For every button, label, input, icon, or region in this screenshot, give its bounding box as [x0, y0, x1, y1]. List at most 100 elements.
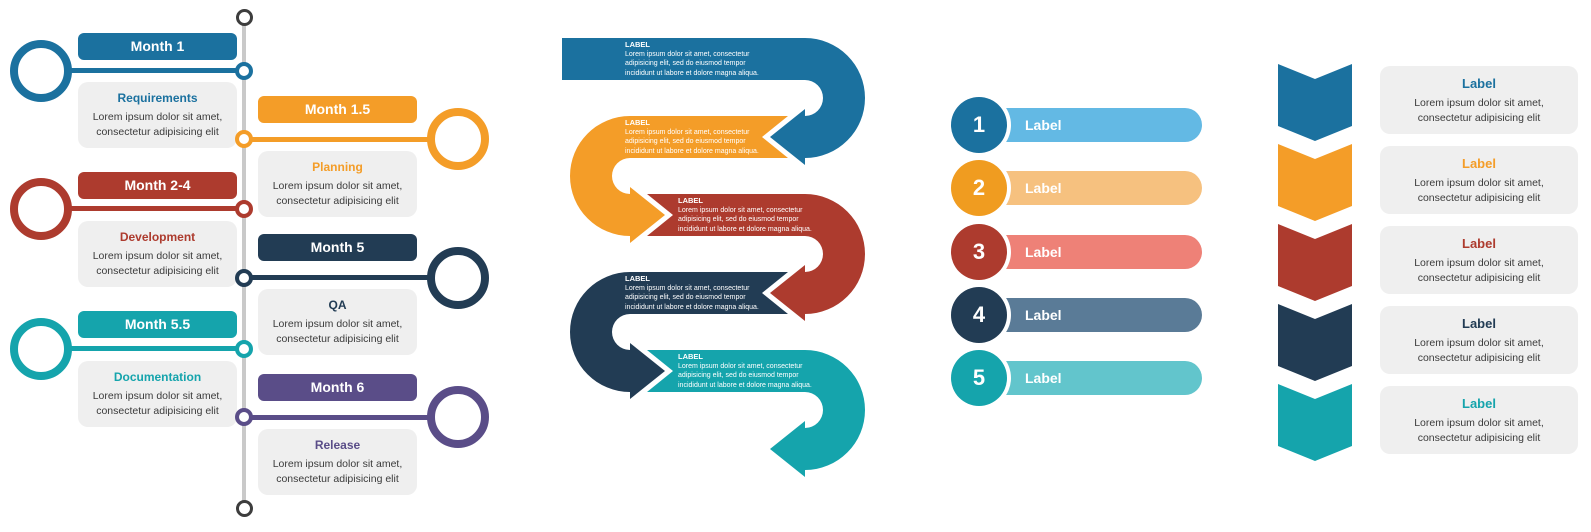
month-bar: Month 6 — [258, 374, 417, 401]
serpentine-step-text: LABEL Lorem ipsum dolor sit amet, consec… — [625, 274, 775, 312]
month-bar: Month 1.5 — [258, 96, 417, 123]
milestone-card-body: Lorem ipsum dolor sit amet, consectetur … — [272, 318, 403, 346]
chevron-arrow-2 — [1278, 144, 1352, 221]
milestone-connector — [244, 275, 458, 280]
numbered-item-pill: Label — [979, 108, 1202, 142]
step-body: Lorem ipsum dolor sit amet, consectetur … — [678, 363, 812, 389]
timeline-diagram: Month 1 Requirements Lorem ipsum dolor s… — [0, 0, 520, 532]
milestone-card-body: Lorem ipsum dolor sit amet, consectetur … — [92, 390, 223, 418]
milestone-ring — [427, 108, 489, 170]
milestone-node — [235, 269, 253, 287]
milestone-connector — [41, 206, 244, 211]
milestone-card-heading: Development — [119, 230, 196, 244]
chevron-card-body: Lorem ipsum dolor sit amet, consectetur … — [1414, 417, 1544, 445]
numbered-item-circle: 4 — [951, 287, 1007, 343]
serpentine-step-text: LABEL Lorem ipsum dolor sit amet, consec… — [625, 40, 775, 78]
step-body: Lorem ipsum dolor sit amet, consectetur … — [678, 207, 812, 233]
milestone-connector — [244, 137, 458, 142]
step-label: LABEL — [625, 118, 650, 127]
chevron-card: Label Lorem ipsum dolor sit amet, consec… — [1380, 226, 1578, 294]
serpentine-arrows-svg — [562, 38, 865, 477]
milestone-card-body: Lorem ipsum dolor sit amet, consectetur … — [272, 180, 403, 208]
chevron-arrow-1 — [1278, 64, 1352, 141]
milestone-node — [235, 130, 253, 148]
milestone-node — [235, 62, 253, 80]
month-bar: Month 2-4 — [78, 172, 237, 199]
milestone-card: Planning Lorem ipsum dolor sit amet, con… — [258, 151, 417, 217]
milestone-connector — [41, 346, 244, 351]
milestone-ring — [10, 318, 72, 380]
milestone-ring — [10, 178, 72, 240]
chevron-column — [1278, 64, 1352, 461]
milestone-ring — [427, 247, 489, 309]
milestone-card-heading: QA — [328, 298, 347, 312]
milestone-connector — [244, 415, 458, 420]
step-body: Lorem ipsum dolor sit amet, consectetur … — [625, 51, 759, 77]
numbered-item-circle: 1 — [951, 97, 1007, 153]
milestone-node — [235, 200, 253, 218]
numbered-list-diagram: Label 1 Label 2 Label 3 Label 4 Label 5 — [930, 85, 1220, 415]
step-label: LABEL — [625, 40, 650, 49]
numbered-item-pill: Label — [979, 235, 1202, 269]
step-body: Lorem ipsum dolor sit amet, consectetur … — [625, 129, 759, 155]
numbered-item-circle: 2 — [951, 160, 1007, 216]
milestone-card: Development Lorem ipsum dolor sit amet, … — [78, 221, 237, 287]
chevron-card-heading: Label — [1462, 76, 1496, 91]
numbered-item-pill: Label — [979, 298, 1202, 332]
step-label: LABEL — [678, 196, 703, 205]
step-label: LABEL — [625, 274, 650, 283]
month-bar: Month 1 — [78, 33, 237, 60]
milestone-card: QA Lorem ipsum dolor sit amet, consectet… — [258, 289, 417, 355]
numbered-item-pill: Label — [979, 361, 1202, 395]
serpentine-step-arrow-2 — [570, 116, 788, 243]
serpentine-step-text: LABEL Lorem ipsum dolor sit amet, consec… — [625, 118, 775, 156]
chevron-card: Label Lorem ipsum dolor sit amet, consec… — [1380, 146, 1578, 214]
milestone-card: Release Lorem ipsum dolor sit amet, cons… — [258, 429, 417, 495]
chevron-card-heading: Label — [1462, 236, 1496, 251]
serpentine-step-arrow-3 — [647, 194, 865, 321]
chevron-arrow-3 — [1278, 224, 1352, 301]
month-bar: Month 5 — [258, 234, 417, 261]
timeline-end-circle — [236, 500, 253, 517]
chevron-card-heading: Label — [1462, 156, 1496, 171]
chevron-card-body: Lorem ipsum dolor sit amet, consectetur … — [1414, 257, 1544, 285]
milestone-card: Documentation Lorem ipsum dolor sit amet… — [78, 361, 237, 427]
chevron-card-body: Lorem ipsum dolor sit amet, consectetur … — [1414, 177, 1544, 205]
milestone-card-heading: Release — [314, 438, 361, 452]
step-body: Lorem ipsum dolor sit amet, consectetur … — [625, 285, 759, 311]
timeline-spine — [242, 17, 246, 508]
step-label: LABEL — [678, 352, 703, 361]
chevron-arrow-4 — [1278, 304, 1352, 381]
numbered-item-circle: 3 — [951, 224, 1007, 280]
milestone-card-heading: Requirements — [117, 91, 198, 105]
chevron-card: Label Lorem ipsum dolor sit amet, consec… — [1380, 386, 1578, 454]
chevron-arrow-5 — [1278, 384, 1352, 461]
milestone-card: Requirements Lorem ipsum dolor sit amet,… — [78, 82, 237, 148]
numbered-item-circle: 5 — [951, 350, 1007, 406]
serpentine-step-text: LABEL Lorem ipsum dolor sit amet, consec… — [678, 196, 828, 234]
chevron-card: Label Lorem ipsum dolor sit amet, consec… — [1380, 306, 1578, 374]
serpentine-step-arrow-5 — [647, 350, 865, 477]
milestone-card-heading: Documentation — [113, 370, 202, 384]
chevron-card-body: Lorem ipsum dolor sit amet, consectetur … — [1414, 337, 1544, 365]
chevron-card-heading: Label — [1462, 396, 1496, 411]
serpentine-step-arrow-4 — [570, 272, 788, 399]
milestone-ring — [10, 40, 72, 102]
milestone-ring — [427, 386, 489, 448]
milestone-node — [235, 340, 253, 358]
chevron-card-heading: Label — [1462, 316, 1496, 331]
month-bar: Month 5.5 — [78, 311, 237, 338]
serpentine-step-arrow-1 — [562, 38, 865, 165]
milestone-card-body: Lorem ipsum dolor sit amet, consectetur … — [272, 458, 403, 486]
milestone-card-body: Lorem ipsum dolor sit amet, consectetur … — [92, 111, 223, 139]
milestone-card-body: Lorem ipsum dolor sit amet, consectetur … — [92, 250, 223, 278]
timeline-start-circle — [236, 9, 253, 26]
chevron-card: Label Lorem ipsum dolor sit amet, consec… — [1380, 66, 1578, 134]
milestone-node — [235, 408, 253, 426]
serpentine-step-text: LABEL Lorem ipsum dolor sit amet, consec… — [678, 352, 828, 390]
milestone-card-heading: Planning — [312, 160, 363, 174]
chevron-card-body: Lorem ipsum dolor sit amet, consectetur … — [1414, 97, 1544, 125]
serpentine-diagram: LABEL Lorem ipsum dolor sit amet, consec… — [555, 28, 875, 480]
numbered-item-pill: Label — [979, 171, 1202, 205]
